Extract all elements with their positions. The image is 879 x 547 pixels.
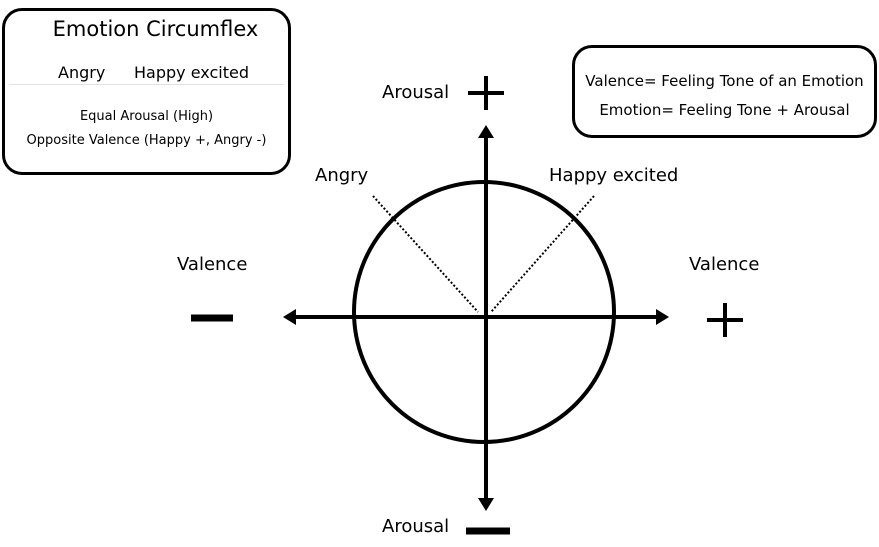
- plus-icon-arousal: [468, 76, 504, 110]
- info-box-emotion-happy: Happy excited: [134, 63, 249, 82]
- info-box-title: Emotion Circumflex: [52, 17, 259, 41]
- info-box-divider: [9, 84, 284, 85]
- definition-emotion: Emotion= Feeling Tone + Arousal: [599, 101, 850, 119]
- angry-label: Angry: [315, 165, 369, 186]
- happy-direction-line: [490, 195, 595, 313]
- arrow-down: [478, 498, 494, 511]
- info-box-emotion-angry: Angry: [58, 63, 106, 82]
- info-box-note-valence: Opposite Valence (Happy +, Angry -): [26, 133, 267, 148]
- info-box-note-arousal: Equal Arousal (High): [79, 109, 214, 124]
- valence-left-label: Valence: [177, 254, 248, 275]
- arrow-left: [283, 309, 296, 325]
- angry-direction-line: [372, 195, 479, 313]
- arousal-bottom-label: Arousal: [382, 516, 450, 537]
- valence-right-label: Valence: [689, 254, 760, 275]
- arrow-up: [478, 125, 494, 138]
- arrow-right: [656, 309, 669, 325]
- definition-valence: Valence= Feeling Tone of an Emotion: [585, 72, 864, 90]
- happy-excited-label: Happy excited: [549, 165, 679, 186]
- plus-icon-valence: [707, 303, 743, 337]
- arousal-top-label: Arousal: [382, 82, 450, 103]
- definitions-box: Valence= Feeling Tone of an Emotion Emot…: [572, 45, 877, 138]
- info-box: Emotion Circumflex Angry Happy excited E…: [2, 8, 291, 175]
